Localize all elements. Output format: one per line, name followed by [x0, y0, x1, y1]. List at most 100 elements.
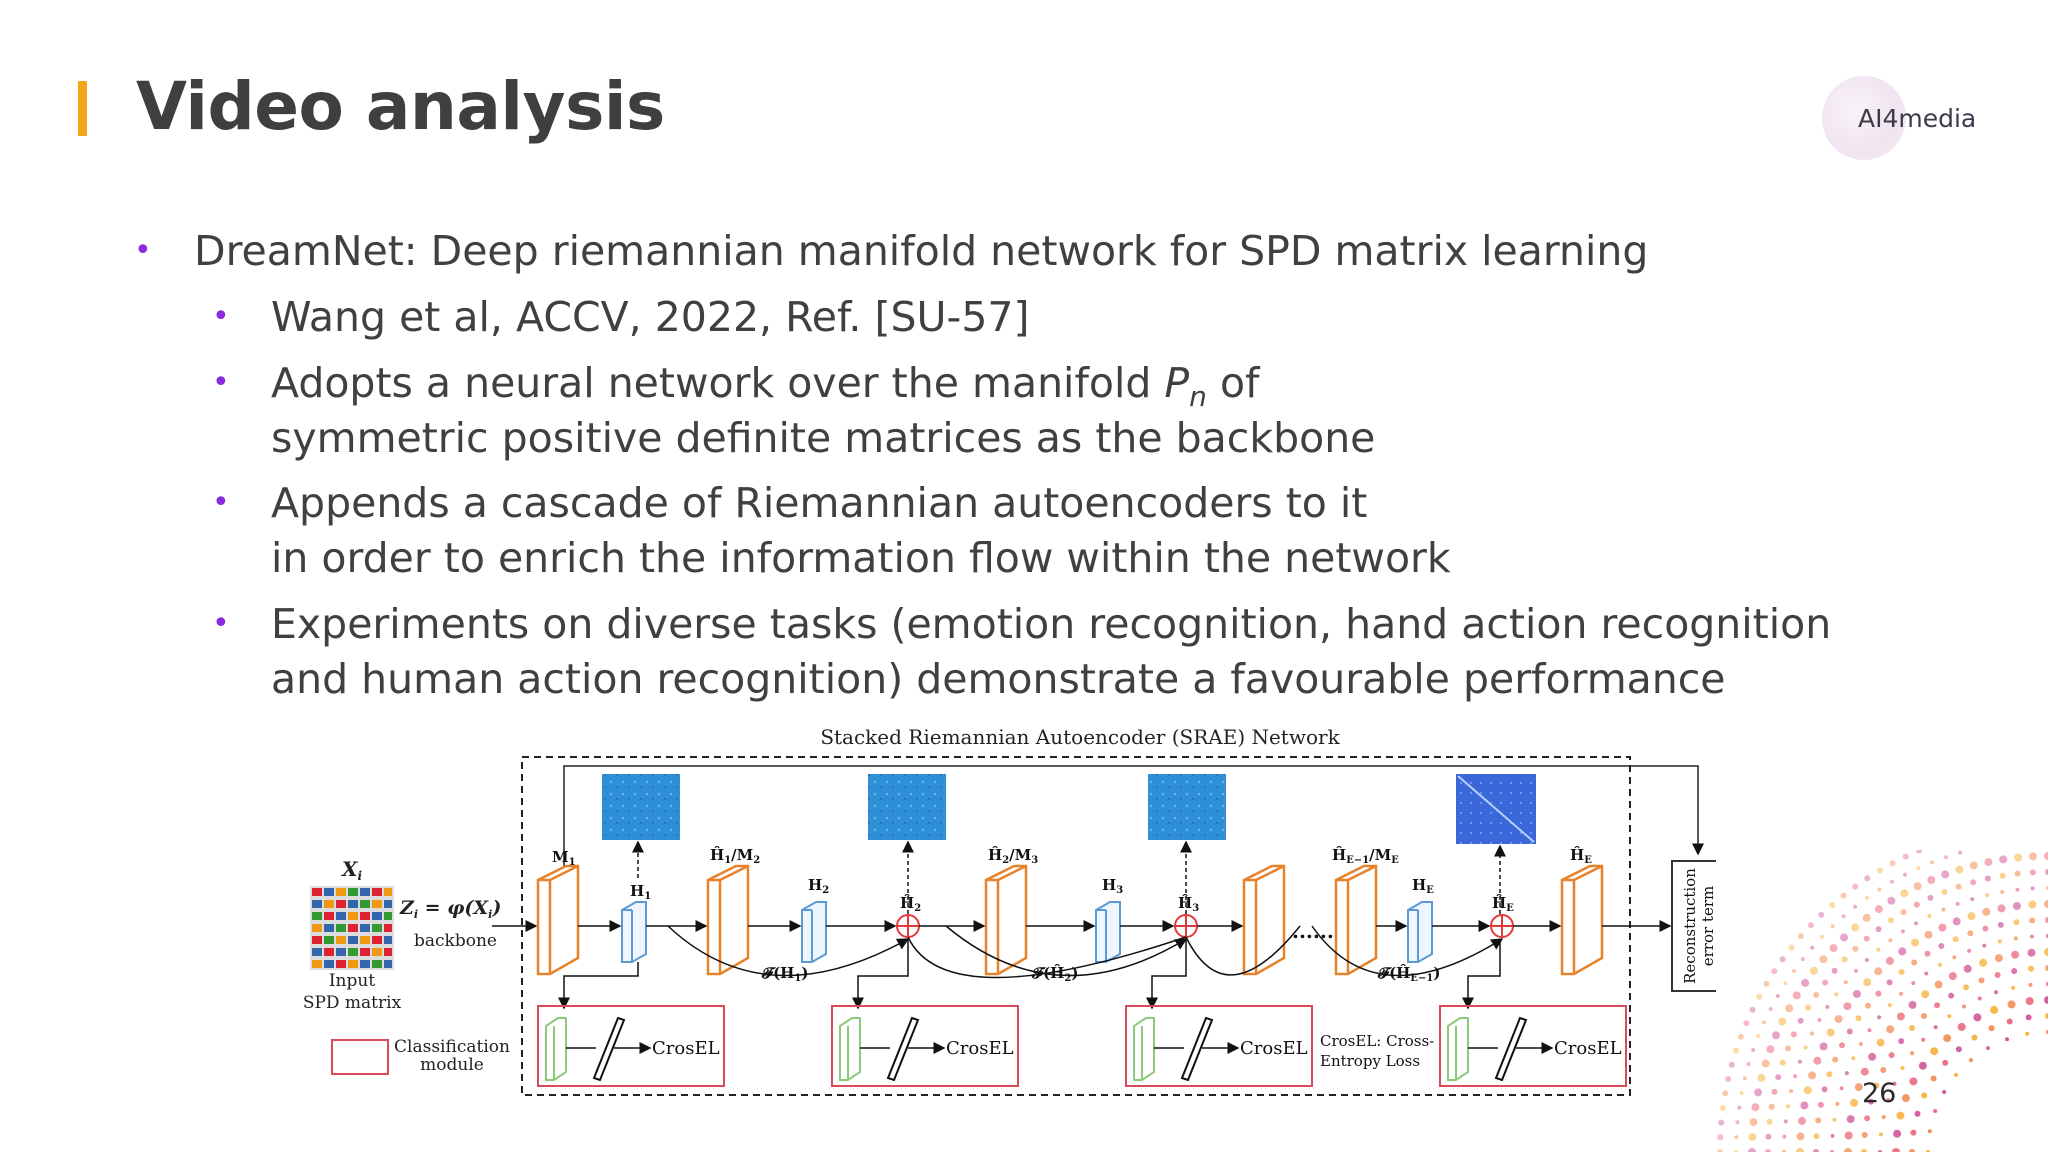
decorative-dot	[1962, 1004, 1966, 1009]
decorative-dot	[1771, 968, 1778, 975]
decorative-dot	[1851, 1056, 1856, 1061]
decorative-dot	[2012, 902, 2021, 910]
decorative-dot	[1948, 972, 1957, 981]
decorative-dot	[1909, 1149, 1915, 1152]
decorative-dot	[2028, 965, 2034, 972]
svg-text:Ĥ2: Ĥ2	[900, 894, 921, 914]
decorative-dot	[1982, 907, 1991, 916]
decorative-dot	[1863, 978, 1872, 987]
decorative-dot	[1757, 1073, 1766, 1082]
decorative-dot	[1877, 1015, 1882, 1020]
decorative-dot	[2045, 917, 2048, 923]
decorative-dot	[1930, 1047, 1939, 1056]
decorative-dot	[1921, 990, 1930, 999]
decorative-dot	[1854, 968, 1858, 973]
decorative-dot	[1918, 1061, 1927, 1070]
svg-text:CrosEL: CrosEL	[1554, 1038, 1622, 1059]
svg-text:Ĥ2/M3: Ĥ2/M3	[988, 846, 1038, 866]
decorative-dot	[1973, 1013, 1982, 1022]
decorative-dot	[1860, 1067, 1869, 1076]
decorative-dot	[1971, 1034, 1978, 1041]
decorative-dot	[1876, 1038, 1885, 1047]
decorative-dot	[1858, 1042, 1863, 1046]
plus-node	[1490, 914, 1514, 938]
decorative-dot	[1810, 945, 1815, 950]
page-number: 26	[1862, 1078, 1897, 1109]
decorative-dot	[1868, 1098, 1874, 1105]
decorative-dot	[1958, 850, 1963, 855]
decorative-dot	[1800, 1101, 1809, 1110]
decorative-dot	[1954, 1072, 1959, 1077]
decorative-dot	[2044, 900, 2048, 908]
decorative-dot	[1734, 1135, 1739, 1140]
decorative-dot	[1813, 1149, 1819, 1152]
decorative-dot	[1876, 867, 1883, 874]
decorative-dot	[1867, 1028, 1872, 1033]
decorative-dot	[1898, 1038, 1905, 1045]
decorative-dot	[1768, 1103, 1775, 1110]
decorative-dot	[1899, 991, 1904, 996]
decorative-dot	[1778, 1017, 1787, 1026]
decorative-dot	[1861, 1132, 1868, 1138]
decorative-dot	[1825, 1004, 1830, 1009]
orange-block	[984, 864, 1028, 976]
decorative-dot	[1779, 1059, 1786, 1066]
decorative-dot	[1887, 1003, 1892, 1008]
decorative-dot	[1785, 1004, 1794, 1013]
block-labels: M1 H1 Ĥ1/M2 H2 Ĥ2 Ĥ2/M3 H3 Ĥ3 ĤE−1/ME HE…	[552, 846, 1592, 984]
decorative-dot	[2029, 917, 2036, 924]
svg-text:ĤE−1/ME: ĤE−1/ME	[1332, 846, 1399, 866]
decorative-dot	[1941, 907, 1946, 912]
decorative-dot	[2013, 936, 2018, 941]
decorative-dot	[1783, 981, 1788, 986]
decorative-dot	[1909, 1077, 1918, 1086]
decorative-dot	[1984, 875, 1991, 882]
reconstruction-label-2: error term	[1699, 886, 1716, 967]
decorative-dot	[1807, 922, 1814, 929]
decorative-dot	[1754, 1088, 1763, 1097]
decorative-dot	[1749, 1006, 1756, 1013]
decorative-dot	[1997, 939, 2002, 944]
decorative-dot	[1909, 1025, 1915, 1031]
decorative-dot	[1887, 896, 1896, 905]
decorative-dot	[1829, 944, 1838, 953]
classification-module: CrosEL	[831, 1005, 1019, 1087]
ellipsis: ......	[1292, 919, 1334, 943]
decorative-dot	[1924, 971, 1929, 976]
decorative-dot	[1930, 1075, 1937, 1082]
decorative-dot	[1930, 860, 1934, 865]
decorative-dot	[1783, 1119, 1788, 1124]
decorative-dot	[1978, 977, 1985, 984]
decorative-dot	[1843, 980, 1848, 985]
decorative-dot-pattern	[1717, 850, 2048, 1152]
decorative-dot	[1852, 989, 1861, 998]
svg-text:ĤE: ĤE	[1492, 894, 1514, 914]
decorative-dot	[1865, 895, 1869, 900]
decorative-dot	[1792, 991, 1801, 1000]
classification-module: CrosEL	[1439, 1005, 1627, 1087]
classification-module: CrosEL	[1125, 1005, 1313, 1087]
decorative-dot	[1809, 966, 1818, 975]
decorative-dot	[1875, 990, 1882, 997]
decorative-dot	[1821, 1086, 1828, 1093]
decorative-dot	[1994, 954, 2003, 963]
decorative-dot	[1841, 956, 1848, 963]
svg-text:H2: H2	[808, 876, 829, 896]
decorative-dot	[2029, 852, 2037, 861]
decorative-dot	[1955, 865, 1964, 874]
decorative-dot	[1746, 1062, 1751, 1067]
decorative-dot	[1852, 945, 1859, 952]
decorative-dot	[1832, 1056, 1839, 1063]
decorative-dot	[1784, 1045, 1791, 1052]
legend-label: Classification	[394, 1037, 510, 1057]
decorative-dot	[1798, 933, 1804, 940]
decorative-dot	[1850, 1098, 1859, 1107]
decorative-dot	[2000, 890, 2005, 894]
decorative-dot	[2013, 919, 2020, 926]
flow-arrows	[558, 840, 1672, 1010]
decorative-dot	[1725, 1076, 1732, 1082]
input-x-label: Xi	[340, 857, 363, 883]
decorative-dot	[1766, 1118, 1773, 1125]
decorative-dot	[2025, 1031, 2030, 1036]
heatmap-diagonal	[1457, 775, 1535, 843]
